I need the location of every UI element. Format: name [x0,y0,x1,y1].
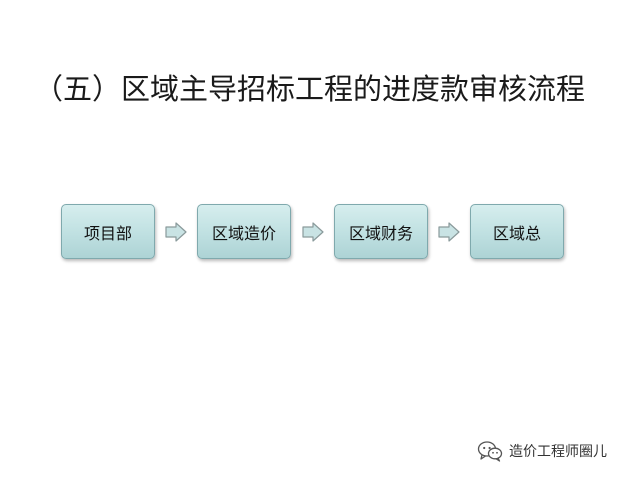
step-regional-finance: 区域财务 [334,204,428,259]
step-regional-cost: 区域造价 [197,204,291,259]
arrow-right-icon [302,222,324,242]
wechat-icon [477,441,503,462]
watermark-text: 造价工程师圈儿 [509,444,607,460]
page-title: （五）区域主导招标工程的进度款审核流程 [34,72,586,106]
watermark: 造价工程师圈儿 [477,440,607,462]
step-project-department: 项目部 [61,204,155,259]
arrow-right-icon [438,222,460,242]
step-regional-general-manager: 区域总 [470,204,564,259]
arrow-right-icon [165,222,187,242]
